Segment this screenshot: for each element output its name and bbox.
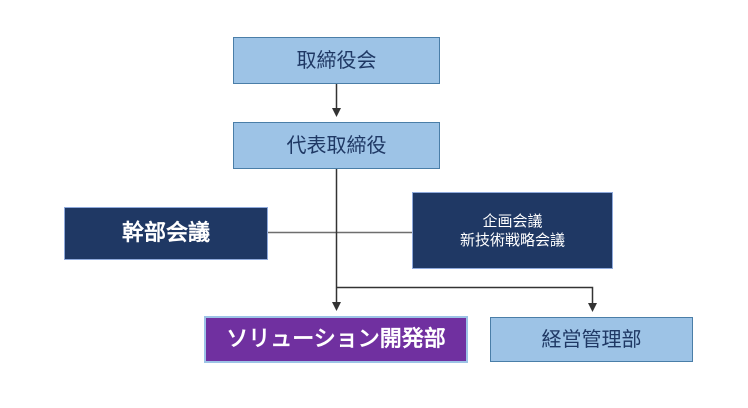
node-label: 幹部会議 xyxy=(121,220,210,246)
node-label-line1: 企画会議 xyxy=(482,211,543,230)
node-label: ソリューション開発部 xyxy=(226,326,446,352)
edge-rep-director-to-mgmt-dept xyxy=(336,286,597,312)
node-management-administration-dept[interactable]: 経営管理部 xyxy=(490,317,693,362)
node-executive-meeting[interactable]: 幹部会議 xyxy=(64,207,268,260)
node-solution-development-dept[interactable]: ソリューション開発部 xyxy=(204,316,468,363)
node-board-of-directors[interactable]: 取締役会 xyxy=(233,37,440,84)
node-planning-meeting[interactable]: 企画会議 新技術戦略会議 xyxy=(412,192,613,269)
node-label: 代表取締役 xyxy=(286,133,387,157)
node-label-line2: 新技術戦略会議 xyxy=(459,230,565,249)
node-representative-director[interactable]: 代表取締役 xyxy=(233,122,440,169)
node-label: 取締役会 xyxy=(296,48,377,72)
node-label: 経営管理部 xyxy=(541,327,642,351)
